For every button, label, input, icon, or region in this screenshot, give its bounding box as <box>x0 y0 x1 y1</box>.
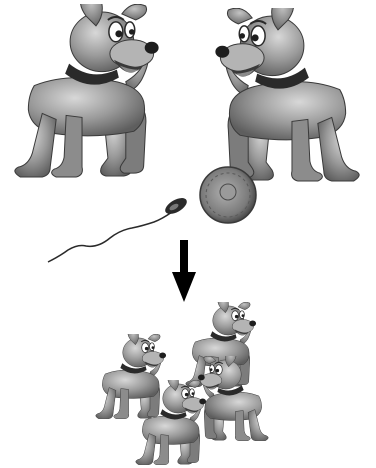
arrow-down-icon <box>172 240 196 302</box>
egg-icon <box>200 167 256 223</box>
offspring-dog-1-icon <box>96 329 166 419</box>
parent-dog-right-icon <box>215 0 359 181</box>
sperm-icon <box>48 195 189 262</box>
parent-dog-left-icon <box>15 0 159 177</box>
